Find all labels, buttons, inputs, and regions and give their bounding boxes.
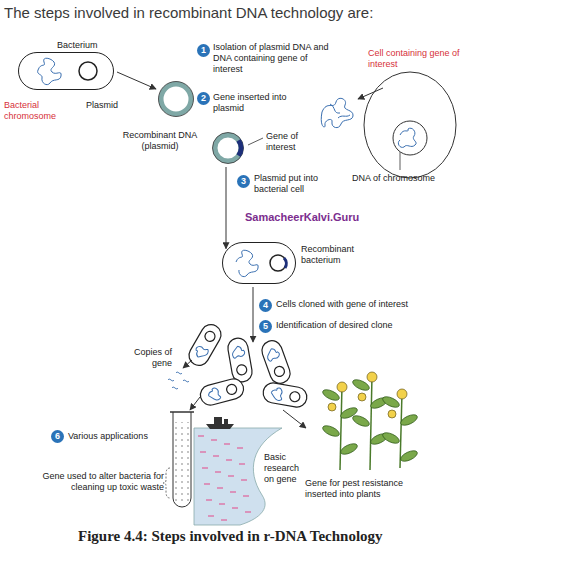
arrow <box>190 397 200 410</box>
chromosome-dna <box>398 128 416 147</box>
callout-number: 1 <box>197 44 210 57</box>
plasmid <box>270 255 286 271</box>
callout-number: 6 <box>51 430 64 443</box>
arrow <box>253 287 254 342</box>
watermark: SamacheerKalvi.Guru <box>245 212 385 223</box>
ship <box>206 417 234 429</box>
bacterial-clones <box>185 321 308 409</box>
leader-line <box>248 138 263 145</box>
step-text: Cells cloned with gene of interest <box>276 299 456 310</box>
bracket <box>163 468 170 498</box>
gene-copies <box>168 372 189 389</box>
test-tube <box>173 412 191 507</box>
bacterial-chromosome <box>38 58 61 84</box>
callout-number: 2 <box>197 92 210 105</box>
part-label: DNA of chromosome <box>352 173 462 184</box>
dna-strands <box>321 98 353 127</box>
bacterial-chromosome <box>236 250 258 276</box>
arrow <box>117 72 156 89</box>
gene-insert <box>284 258 286 268</box>
plasmid <box>79 62 97 80</box>
step-text: Identification of desired clone <box>276 320 456 331</box>
page-title: The steps involved in recombinant DNA te… <box>4 4 373 21</box>
recombinant-bacterium: Recombinant bacterium <box>222 242 296 284</box>
plasmid-ring <box>159 82 194 117</box>
figure-caption: Figure 4.4: Steps involved in r-DNA Tech… <box>78 528 383 545</box>
cotton-plants <box>321 372 419 470</box>
tube-rim <box>170 411 194 413</box>
node-label: Recombinant DNA (plasmid) <box>115 130 205 152</box>
plasmid-ring <box>211 131 245 165</box>
application-label: Gene for pest resistance inserted into p… <box>305 478 420 500</box>
part-label: Copies of gene <box>120 347 172 369</box>
tube-contents <box>174 422 190 504</box>
arrow <box>358 88 383 99</box>
node-label: Bacterium <box>57 40 117 51</box>
application-label: Basic research on gene <box>264 452 309 485</box>
bacterium-cell: Bacterium <box>18 52 114 90</box>
step-arrow <box>226 167 227 249</box>
step-text: Various applications <box>68 431 178 442</box>
application-label: Gene used to alter bacteria for cleaning… <box>30 471 164 493</box>
part-label: Cell containing gene of interest <box>368 48 468 70</box>
node-label: Recombinant bacterium <box>301 244 373 266</box>
callout-number: 3 <box>237 175 250 188</box>
plasmid-ring <box>161 84 191 114</box>
nucleus <box>393 121 427 155</box>
arrow <box>183 360 192 368</box>
leader-line <box>400 152 401 170</box>
part-label: Gene of interest <box>266 131 314 153</box>
step-text: Isolation of plasmid DNA and DNA contain… <box>213 42 333 75</box>
cell <box>364 72 456 178</box>
waste-dashes <box>198 436 251 520</box>
step-text: Gene inserted into plasmid <box>213 92 293 114</box>
recombinant-plasmid: Recombinant DNA (plasmid) <box>211 131 245 165</box>
step-text: Plasmid put into bacterial cell <box>254 173 344 195</box>
arrow <box>283 410 306 428</box>
callout-number: 4 <box>259 299 272 312</box>
part-label: Plasmid <box>86 100 136 111</box>
part-label: Bacterial chromosome <box>4 100 62 122</box>
callout-number: 5 <box>259 320 272 333</box>
